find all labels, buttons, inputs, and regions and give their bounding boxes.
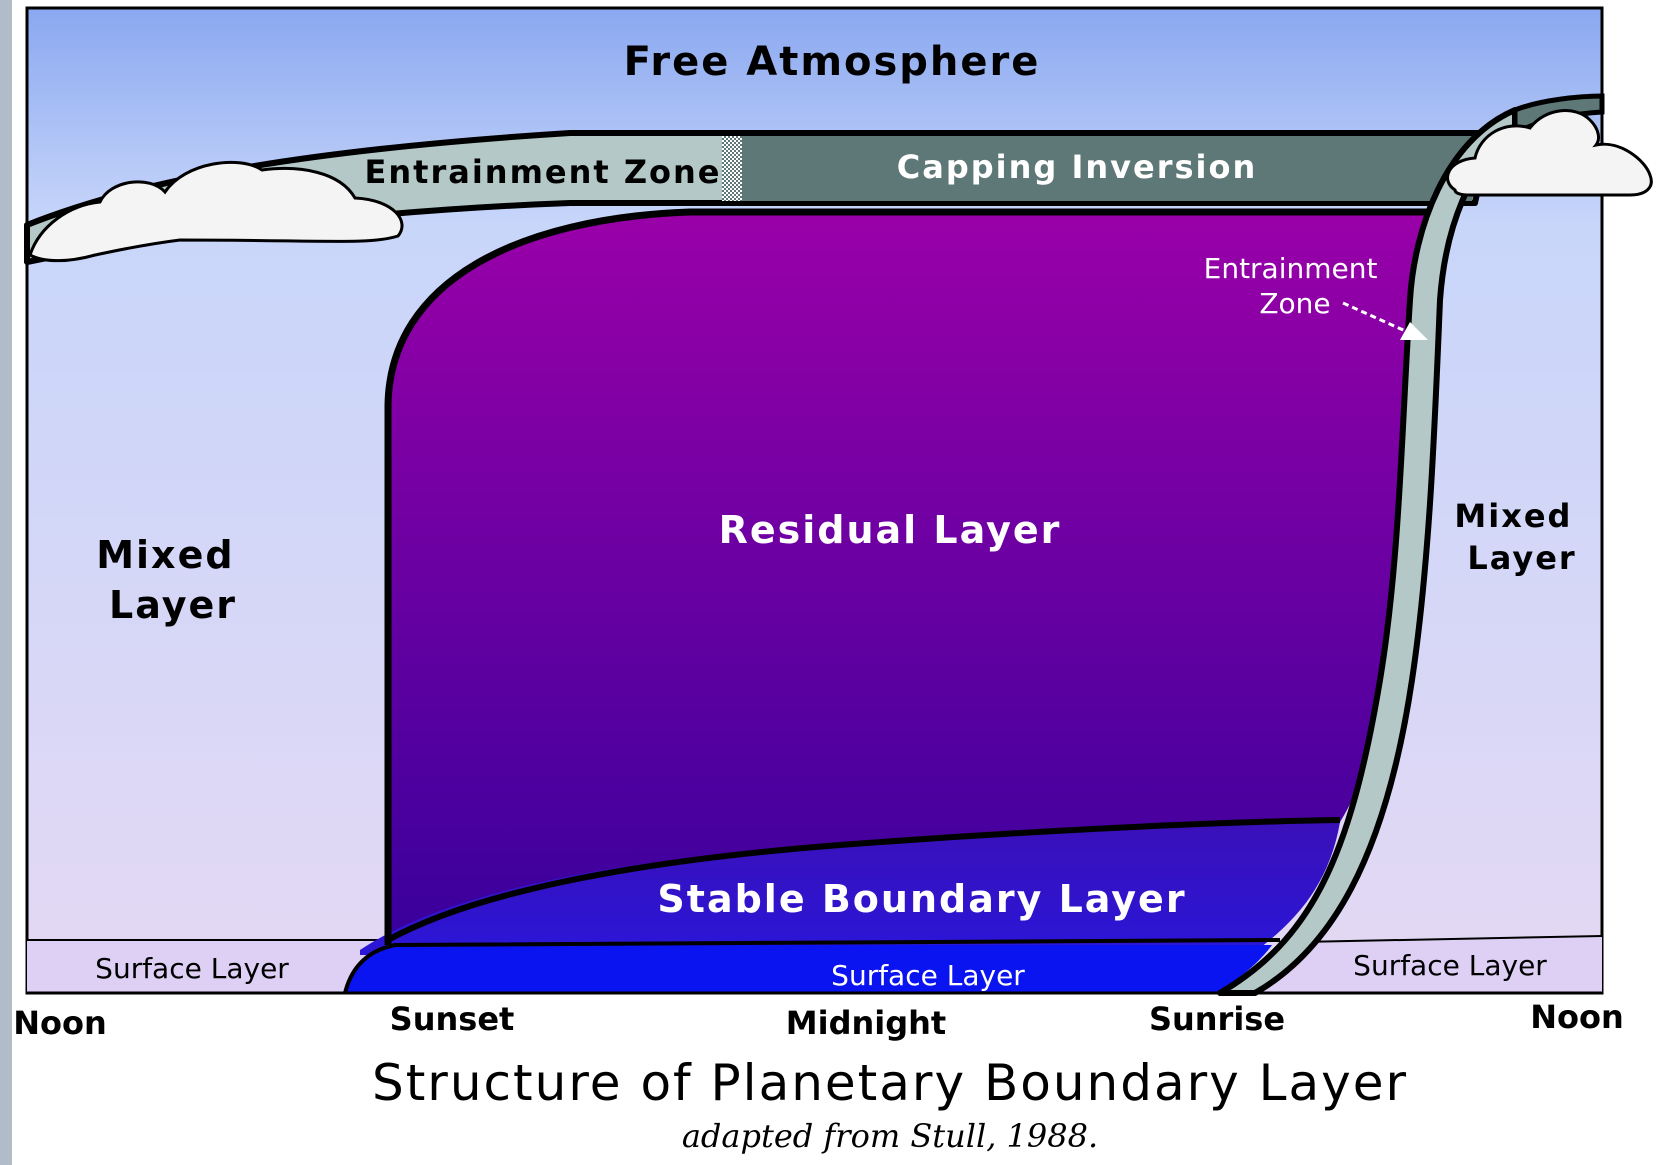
time-label-midnight: Midnight xyxy=(786,1004,946,1042)
entrainment-zone-top-label: Entrainment Zone xyxy=(365,153,722,191)
mixed-layer-left-label: Mixed Layer xyxy=(96,533,250,627)
mixed-layer-right-label: Mixed Layer xyxy=(1454,497,1585,577)
residual-layer-region xyxy=(388,212,1430,945)
surface-layer-right-region xyxy=(1240,936,1602,993)
residual-layer-outline xyxy=(384,208,1430,945)
capping-inversion-band xyxy=(740,136,1486,201)
surface-layer-right-label: Surface Layer xyxy=(1353,949,1547,982)
entrainment-zone-right-label: Entrainment Zone xyxy=(1204,252,1387,320)
free-atmosphere-label: Free Atmosphere xyxy=(624,39,1041,85)
stable-layer-top-outline xyxy=(386,817,1341,943)
surface-layer-center-label: Surface Layer xyxy=(831,959,1025,992)
residual-layer-label: Residual Layer xyxy=(719,508,1062,552)
stable-boundary-layer-region xyxy=(360,822,1340,955)
time-label-sunrise: Sunrise xyxy=(1149,1000,1285,1038)
night-surface-layer-outline xyxy=(343,938,1281,994)
capping-inversion-label: Capping Inversion xyxy=(897,148,1258,186)
time-label-sunset: Sunset xyxy=(390,1000,515,1038)
diagram-title: Structure of Planetary Boundary Layer xyxy=(372,1054,1408,1112)
entrainment-arrow-icon xyxy=(1342,301,1428,340)
time-label-noon-start: Noon xyxy=(13,1004,107,1042)
stable-boundary-layer-label: Stable Boundary Layer xyxy=(657,877,1186,921)
surface-layer-left-region xyxy=(27,940,377,993)
cloud-right-icon xyxy=(1446,109,1653,197)
inversion-dither-strip xyxy=(722,136,742,201)
time-axis-labels: Noon Sunset Midnight Sunrise Noon xyxy=(13,998,1624,1042)
surface-layer-left-label: Surface Layer xyxy=(95,952,289,985)
diagram-source: adapted from Stull, 1988. xyxy=(682,1117,1098,1155)
night-surface-layer-region xyxy=(345,945,1272,993)
time-label-noon-end: Noon xyxy=(1530,998,1624,1036)
cloud-left-icon xyxy=(28,160,404,263)
surface-layer-right-top-line xyxy=(1299,935,1603,943)
left-edge-strip xyxy=(0,0,12,1165)
